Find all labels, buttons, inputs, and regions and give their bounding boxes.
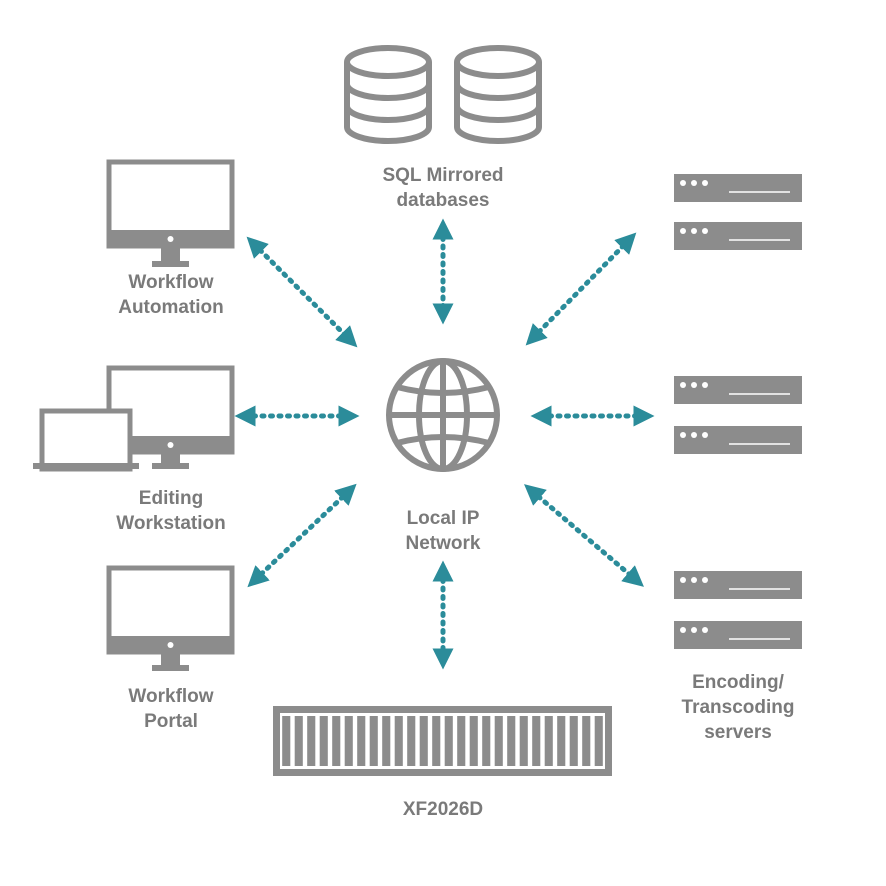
server-rack-icon xyxy=(674,376,802,454)
drive-bay xyxy=(544,716,553,766)
drive-bay xyxy=(532,716,541,766)
monitor-icon xyxy=(106,565,235,671)
drive-bay xyxy=(344,716,353,766)
drive-bay xyxy=(407,716,416,766)
arrow-to-portal xyxy=(247,483,357,588)
drive-bay xyxy=(457,716,466,766)
drive-bay xyxy=(507,716,516,766)
drive-bay xyxy=(594,716,603,766)
sql-databases-label: SQL Mirrored databases xyxy=(382,165,504,211)
drive-bay xyxy=(419,716,428,766)
drive-bay xyxy=(582,716,591,766)
drive-bay xyxy=(282,716,291,766)
drive-bay xyxy=(332,716,341,766)
drive-bay xyxy=(569,716,578,766)
storage-array-icon xyxy=(273,706,612,776)
drive-bay xyxy=(494,716,503,766)
arrow-to-servers-bottom xyxy=(524,484,644,587)
editing-workstation-label: Editing Workstation xyxy=(116,488,226,534)
encoding-transcoding-servers-label: Encoding/ Transcoding servers xyxy=(681,672,795,743)
server-rack-icon xyxy=(674,571,802,649)
drive-bay xyxy=(482,716,491,766)
drive-bay xyxy=(357,716,366,766)
drive-bay xyxy=(444,716,453,766)
globe-icon xyxy=(386,358,500,472)
drive-bay xyxy=(432,716,441,766)
arrow-to-servers-top xyxy=(525,232,637,346)
monitor-icon xyxy=(106,159,235,267)
drive-bay xyxy=(307,716,316,766)
drive-bay xyxy=(382,716,391,766)
workflow-portal-label: Workflow Portal xyxy=(128,686,214,732)
laptop-and-monitor-icon xyxy=(33,365,235,472)
local-ip-network-label: Local IP Network xyxy=(405,508,481,554)
workflow-automation-label: Workflow Automation xyxy=(118,272,224,318)
connection-arrows xyxy=(234,218,655,670)
server-rack-icon xyxy=(674,174,802,250)
drive-bay xyxy=(469,716,478,766)
storage-label: XF2026D xyxy=(402,799,484,820)
drive-bay xyxy=(319,716,328,766)
database-icon xyxy=(344,45,542,144)
drive-bay xyxy=(369,716,378,766)
drive-bay xyxy=(519,716,528,766)
drive-bay xyxy=(394,716,403,766)
drive-bay xyxy=(557,716,566,766)
drive-bay xyxy=(294,716,303,766)
arrow-to-automation xyxy=(246,236,358,348)
